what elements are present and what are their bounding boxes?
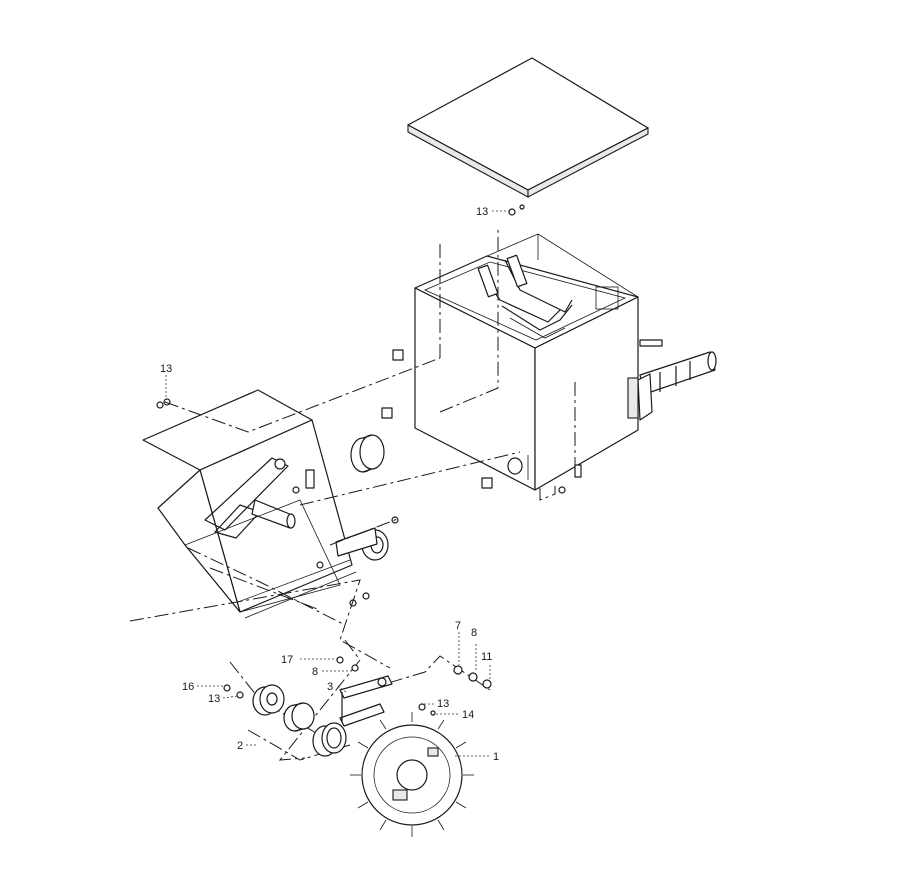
small-fasteners	[223, 656, 492, 716]
callout-7: 7	[455, 620, 461, 632]
bushing-upper	[350, 434, 385, 473]
callout-1: 1	[493, 751, 499, 763]
hopper-box	[414, 233, 639, 491]
main-frame	[142, 389, 357, 619]
callout-17: 17	[281, 654, 293, 666]
drive-sprocket	[350, 712, 474, 837]
flange-bearing	[335, 527, 389, 561]
callout-11: 11	[481, 651, 492, 663]
callout-13-mid: 13	[437, 698, 449, 710]
callout-16: 16	[182, 681, 194, 693]
callout-13-left: 13	[160, 363, 172, 375]
spacer-ring	[283, 702, 315, 732]
crank-arm	[339, 675, 393, 727]
callout-13-top: 13	[476, 206, 488, 218]
callout-leaders	[165, 210, 510, 757]
callout-14: 14	[462, 709, 474, 721]
drive-shaft	[627, 339, 717, 421]
callout-8-left: 8	[312, 666, 318, 678]
sleeve-ring	[312, 722, 347, 757]
bearing-flange-lower	[252, 684, 285, 716]
hopper-lid	[407, 57, 649, 198]
callout-8-right: 8	[471, 627, 477, 639]
callout-3: 3	[327, 681, 333, 693]
callout-13-bottom: 13	[208, 693, 220, 705]
callout-labels: 13 13 17 8 3 7 8 11 16 13 13 14 2 1	[160, 206, 499, 763]
callout-2: 2	[237, 740, 243, 752]
